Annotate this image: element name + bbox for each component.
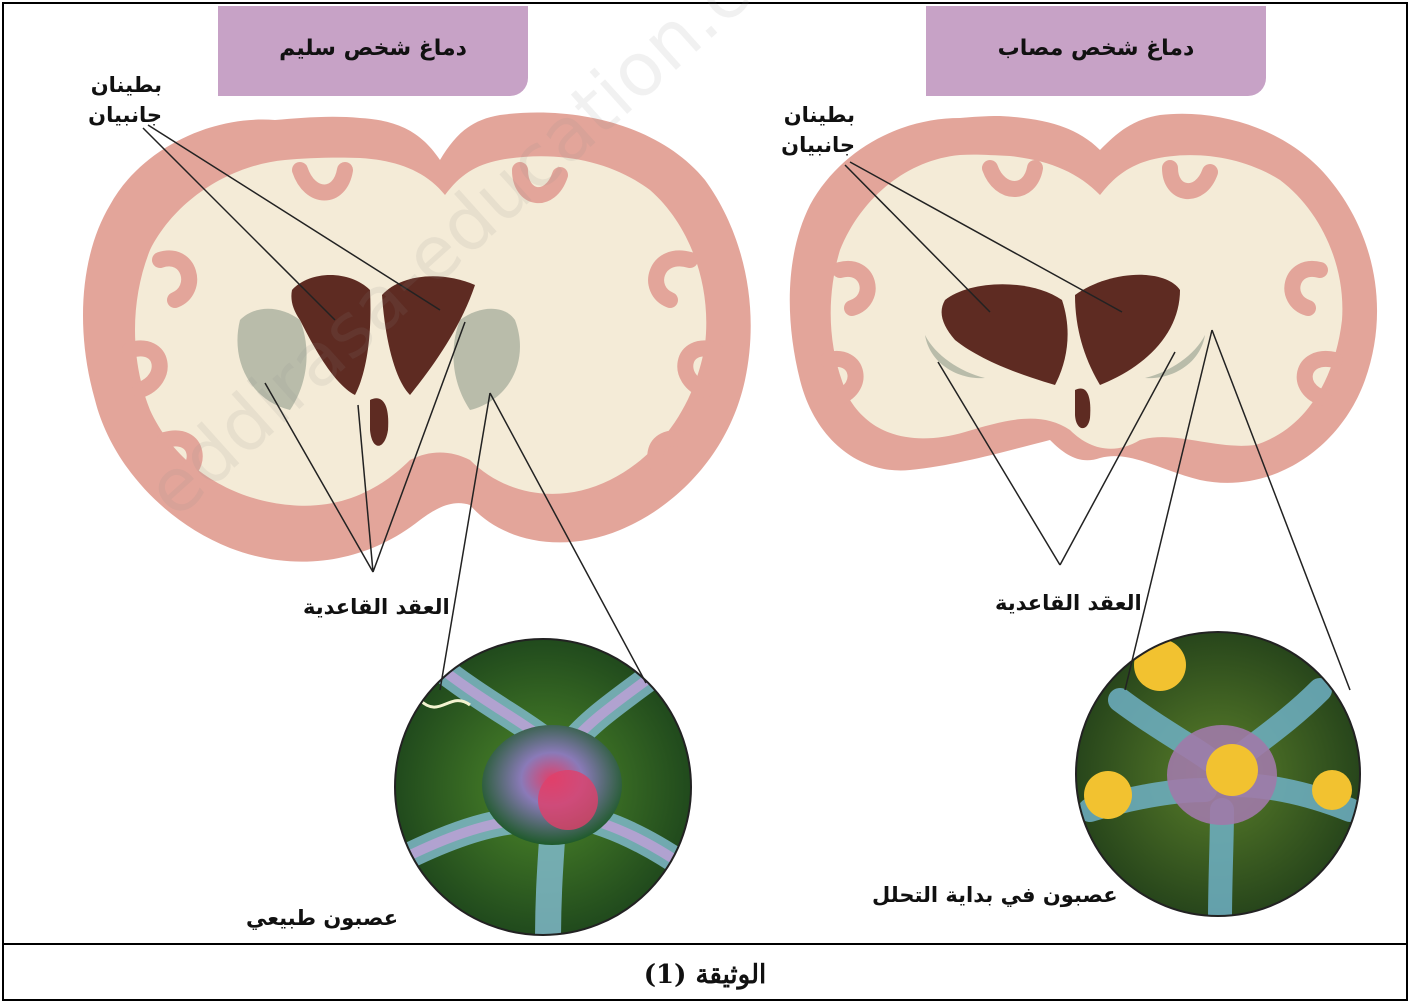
healthy-brain-header-text: دماغ شخص سليم (279, 36, 467, 61)
affected-ventricles-label-line1: بطينان (781, 100, 855, 130)
healthy-ventricles-label-line1: بطينان (90, 70, 162, 100)
healthy-brain (83, 113, 751, 562)
affected-brain (790, 114, 1377, 483)
affected-ventricles-label-line2: جانبيان (781, 130, 855, 160)
healthy-ventricles-label: بطينان جانبيان (90, 70, 162, 130)
affected-brain-header: دماغ شخص مصاب (926, 6, 1266, 96)
healthy-brain-header: دماغ شخص سليم (218, 6, 528, 96)
document-caption: الوثيقة (1) (0, 960, 1410, 990)
degenerating-neuron-image (1076, 632, 1360, 920)
affected-basal-ganglia-label: العقد القاعدية (995, 590, 1142, 616)
affected-ventricles-label: بطينان جانبيان (781, 100, 855, 160)
normal-neuron-label: عصبون طبيعي (246, 905, 398, 931)
healthy-basal-ganglia-label: العقد القاعدية (303, 594, 450, 620)
healthy-ventricles-label-line2: جانبيان (90, 100, 162, 130)
degenerating-neuron-label: عصبون في بداية التحلل (872, 882, 1118, 908)
affected-brain-header-text: دماغ شخص مصاب (998, 36, 1195, 61)
normal-neuron-image (395, 639, 691, 940)
